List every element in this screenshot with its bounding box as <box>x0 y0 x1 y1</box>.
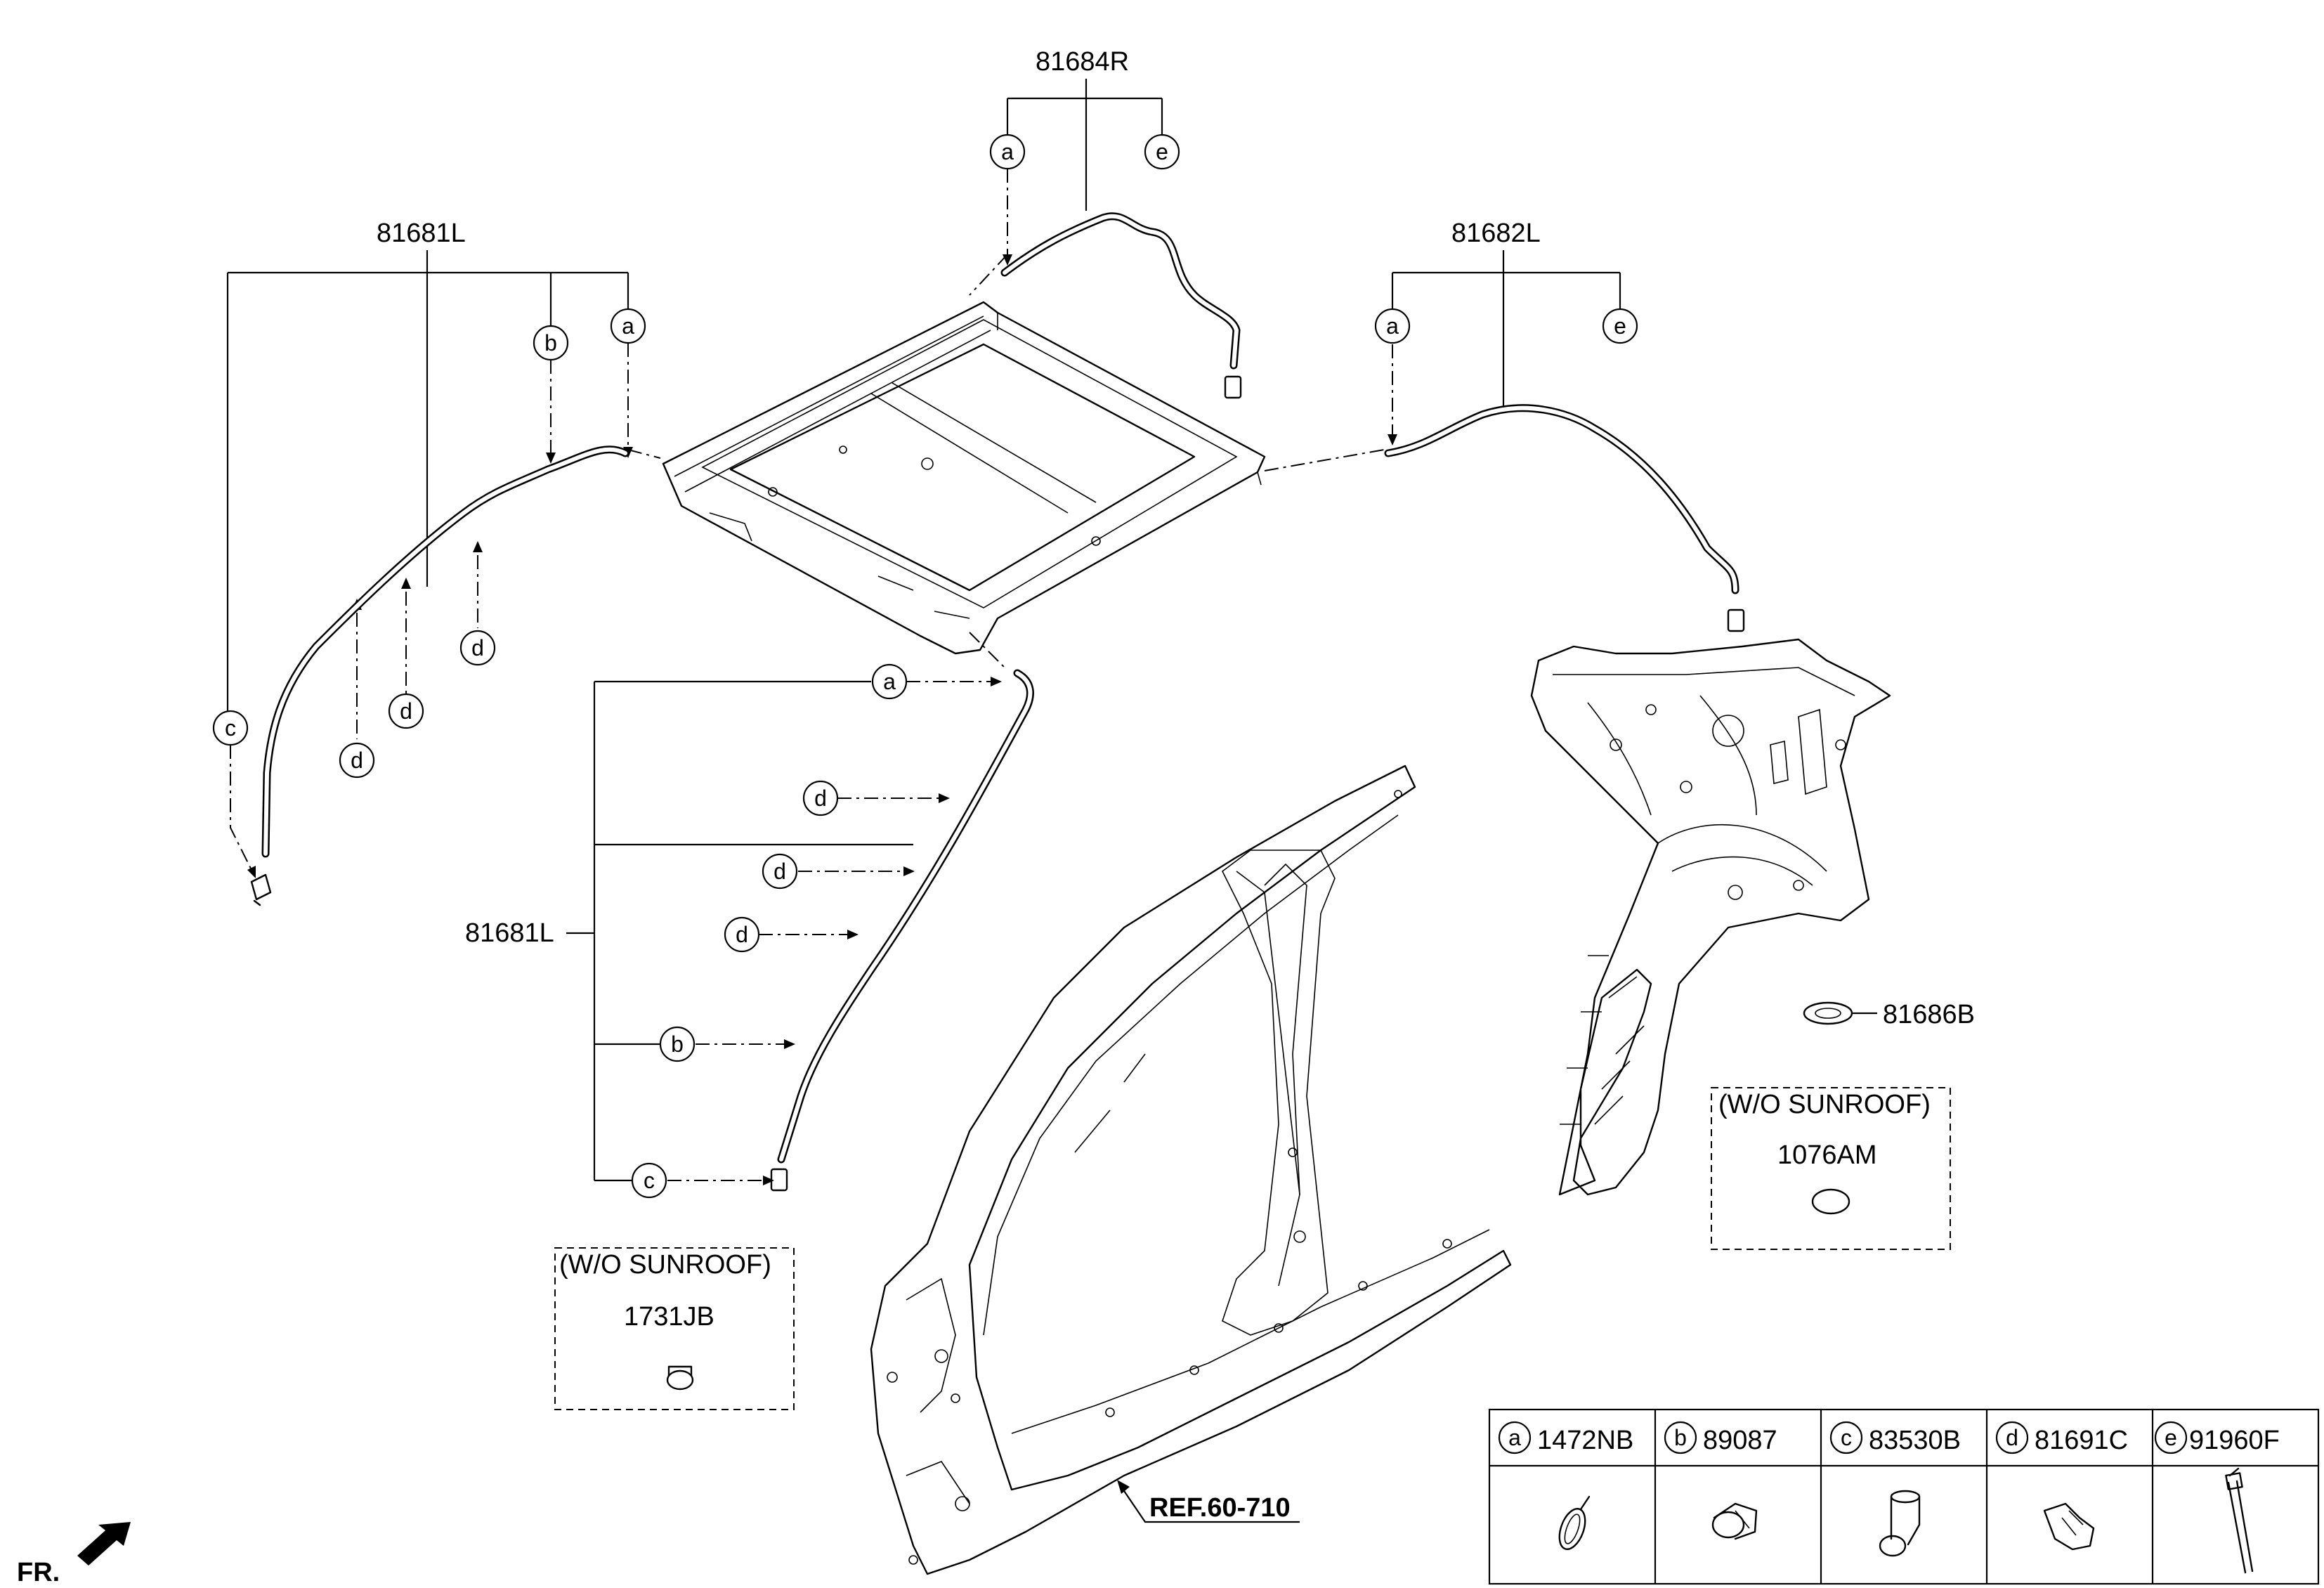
cable-tie-91960F-icon <box>2225 1467 2254 1574</box>
leader-81684R <box>1006 79 1163 211</box>
clamp-89087-icon <box>1711 1502 1758 1540</box>
label-81681L-top: 81681L <box>377 219 466 248</box>
callout-81681L-mid-d1: d <box>802 780 839 816</box>
leader-81681L-mid <box>566 680 913 1182</box>
group-81681L-top: 81681L a b d d d c <box>212 219 661 906</box>
svg-text:e: e <box>1614 313 1626 339</box>
svg-text:d: d <box>351 748 363 773</box>
arrow-81684R-a <box>1003 254 1012 266</box>
svg-text:c: c <box>225 715 236 741</box>
svg-text:c: c <box>1841 1425 1852 1450</box>
dashes-81681L-top <box>230 343 661 871</box>
callout-81681L-top-d1: d <box>459 630 496 666</box>
callout-81681L-mid-d3: d <box>724 916 760 953</box>
legend-part-89087: 89087 <box>1703 1426 1777 1455</box>
svg-text:d: d <box>736 922 748 947</box>
callout-81681L-top-d3: d <box>339 742 375 779</box>
legend-cell-b: b 89087 <box>1664 1421 1777 1540</box>
legend-cell-c: c 83530B <box>1829 1421 1961 1557</box>
label-1076AM: 1076AM <box>1777 1140 1877 1170</box>
svg-text:d: d <box>471 635 484 660</box>
label-wo-sunroof-left: (W/O SUNROOF) <box>559 1250 771 1280</box>
legend-part-83530B: 83530B <box>1869 1426 1961 1455</box>
label-1731JB: 1731JB <box>624 1302 714 1332</box>
callout-81681L-mid-d2: d <box>762 853 798 890</box>
callout-text-e: e <box>1156 139 1168 164</box>
clip-81691C-icon <box>2043 1502 2095 1551</box>
callout-81684R-a: a <box>989 134 1026 170</box>
connector-83530B-icon <box>1879 1490 1921 1557</box>
dash-81682L <box>1264 344 1393 471</box>
drain-hose-81684R <box>1000 212 1242 399</box>
svg-text:a: a <box>1386 313 1399 339</box>
svg-text:d: d <box>400 698 412 724</box>
leader-81682L <box>1391 250 1621 410</box>
svg-text:c: c <box>644 1168 655 1193</box>
callout-81681L-top-a: a <box>610 308 646 344</box>
label-81686B: 81686B <box>1883 1000 1975 1029</box>
svg-text:a: a <box>622 313 634 339</box>
legend-part-91960F: 91960F <box>2189 1426 2280 1455</box>
leader-81681L-top <box>226 250 629 711</box>
group-81684R: 81684R a e <box>969 47 1242 399</box>
svg-text:d: d <box>814 786 827 811</box>
drain-hose-81681L-top <box>250 445 629 906</box>
label-81684R: 81684R <box>1036 47 1129 77</box>
svg-text:b: b <box>544 330 557 356</box>
callout-81681L-mid-c: c <box>631 1162 667 1199</box>
body-side-outer <box>870 764 1512 1575</box>
drain-hose-81682L <box>1384 404 1745 632</box>
dash-81684R-join <box>969 254 1008 296</box>
legend-part-1472NB: 1472NB <box>1537 1426 1633 1455</box>
legend-part-81691C: 81691C <box>2035 1426 2128 1455</box>
label-81681L-mid: 81681L <box>465 918 554 948</box>
label-ref: REF.60-710 <box>1149 1493 1291 1523</box>
callout-text-a: a <box>1001 139 1014 164</box>
sunroof-frame <box>662 301 1266 655</box>
part-81686B: 81686B <box>1803 1000 1975 1029</box>
svg-text:a: a <box>883 669 896 694</box>
ref-60-710: REF.60-710 <box>1117 1480 1300 1523</box>
clip-1472NB-icon <box>1558 1495 1591 1550</box>
legend-table: a 1472NB b 89087 c 83530B <box>1488 1408 2320 1585</box>
callout-81684R-e: e <box>1144 134 1180 170</box>
plug-1731JB-icon <box>666 1365 694 1391</box>
callout-81681L-top-b: b <box>533 325 569 361</box>
callout-81681L-top-c: c <box>212 710 249 746</box>
drain-hose-81681L-mid <box>770 669 1034 1192</box>
legend-cell-e: e 91960F <box>2154 1421 2280 1574</box>
label-front: FR. <box>17 1558 60 1587</box>
rear-quarter-panel <box>1530 638 1891 1196</box>
wo-sunroof-box-left: (W/O SUNROOF) 1731JB <box>554 1247 795 1410</box>
group-81681L-mid: 81681L a d d d b c <box>465 632 1034 1199</box>
dashes-81681L-mid <box>667 632 1005 1181</box>
callout-81681L-mid-b: b <box>659 1026 696 1062</box>
callout-81681L-mid-a: a <box>871 663 908 700</box>
svg-text:b: b <box>671 1031 684 1057</box>
legend-cell-d: d 81691C <box>1995 1421 2128 1551</box>
svg-text:b: b <box>1674 1425 1687 1450</box>
group-81682L: 81682L a e <box>1264 219 1745 632</box>
front-arrow-icon <box>77 1522 131 1566</box>
label-wo-sunroof-right: (W/O SUNROOF) <box>1718 1090 1931 1119</box>
svg-text:d: d <box>773 859 786 884</box>
front-direction-indicator: FR. <box>17 1522 131 1587</box>
svg-text:d: d <box>2006 1425 2018 1450</box>
svg-text:e: e <box>2165 1425 2177 1450</box>
legend-cell-a: a 1472NB <box>1498 1421 1633 1550</box>
callout-81682L-e: e <box>1602 308 1638 344</box>
callout-81682L-a: a <box>1374 308 1411 344</box>
callout-81681L-top-d2: d <box>388 693 424 729</box>
plug-1076AM-icon <box>1811 1188 1850 1215</box>
label-81682L: 81682L <box>1451 219 1541 248</box>
svg-text:a: a <box>1508 1425 1521 1450</box>
wo-sunroof-box-right: (W/O SUNROOF) 1076AM <box>1711 1087 1951 1250</box>
